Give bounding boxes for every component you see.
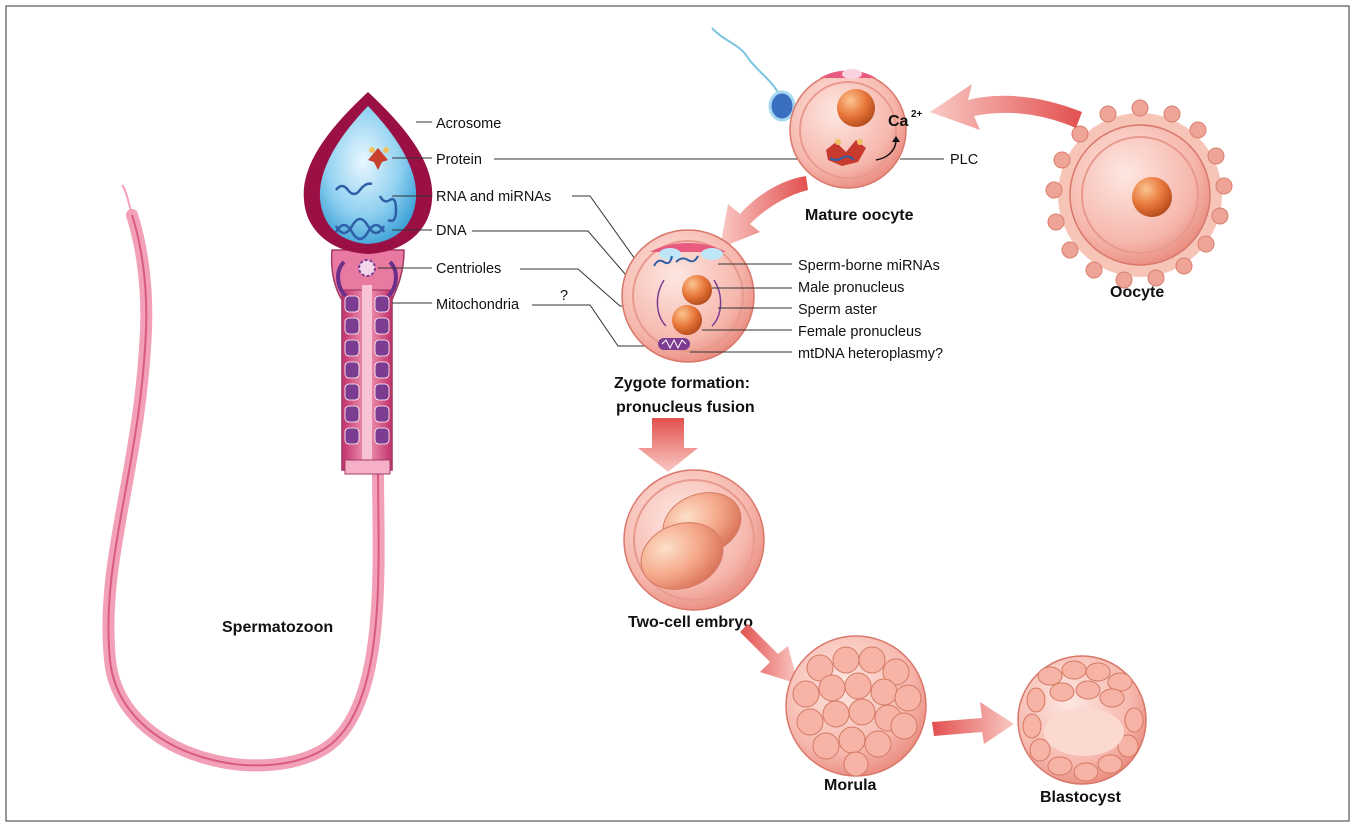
label-plc: PLC [950,152,978,168]
arrow-oocyte-to-mature [930,84,1082,130]
label-centrioles: Centrioles [436,261,501,277]
two-cell-embryo: Two-cell embryo [624,470,764,631]
label-mtdna-heteroplasmy: mtDNA heteroplasmy? [798,346,943,362]
blastocoel [1044,708,1124,756]
mature-oocyte: Ca 2+ PLC Mature oocyte [712,28,978,224]
label-male-pronucleus: Male pronucleus [798,280,904,296]
label-sperm-borne-mirnas: Sperm-borne miRNAs [798,258,940,274]
arrow-morula-to-blastocyst [932,702,1014,744]
arrow-two-cell-to-morula [740,624,798,684]
label-blastocyst: Blastocyst [1040,789,1122,806]
label-zygote-line1: Zygote formation: [614,375,750,392]
oocyte: Oocyte [1046,100,1232,301]
zygote [622,230,754,362]
male-pronucleus [682,275,712,305]
female-pronucleus [672,305,702,335]
label-spermatozoon: Spermatozoon [222,619,333,636]
morula: Morula [786,636,926,794]
label-mature-oocyte: Mature oocyte [805,207,914,224]
mature-oocyte-nucleus [837,89,875,127]
label-sperm-aster: Sperm aster [798,302,877,318]
label-question: ? [560,288,568,304]
label-zygote-line2: pronucleus fusion [616,399,755,416]
label-oocyte: Oocyte [1110,284,1164,301]
centrioles-icon [359,260,375,276]
label-ca-superscript: 2+ [911,109,923,120]
label-two-cell-embryo: Two-cell embryo [628,614,753,631]
label-acrosome: Acrosome [436,116,501,132]
approaching-sperm-head [770,92,794,120]
arrow-zygote-to-two-cell [638,418,698,472]
oocyte-nucleus [1132,177,1172,217]
label-ca: Ca [888,113,909,130]
label-female-pronucleus: Female pronucleus [798,324,921,340]
spermatozoon [108,92,432,765]
label-dna: DNA [436,223,467,239]
arrow-mature-to-zygote [720,176,808,248]
sperm-head [320,106,416,244]
label-morula: Morula [824,777,877,794]
blastocyst: Blastocyst [1018,656,1146,806]
label-protein: Protein [436,152,482,168]
label-mitochondria: Mitochondria [436,297,520,313]
sperm-tail [108,215,378,765]
label-rna-mirnas: RNA and miRNAs [436,189,551,205]
